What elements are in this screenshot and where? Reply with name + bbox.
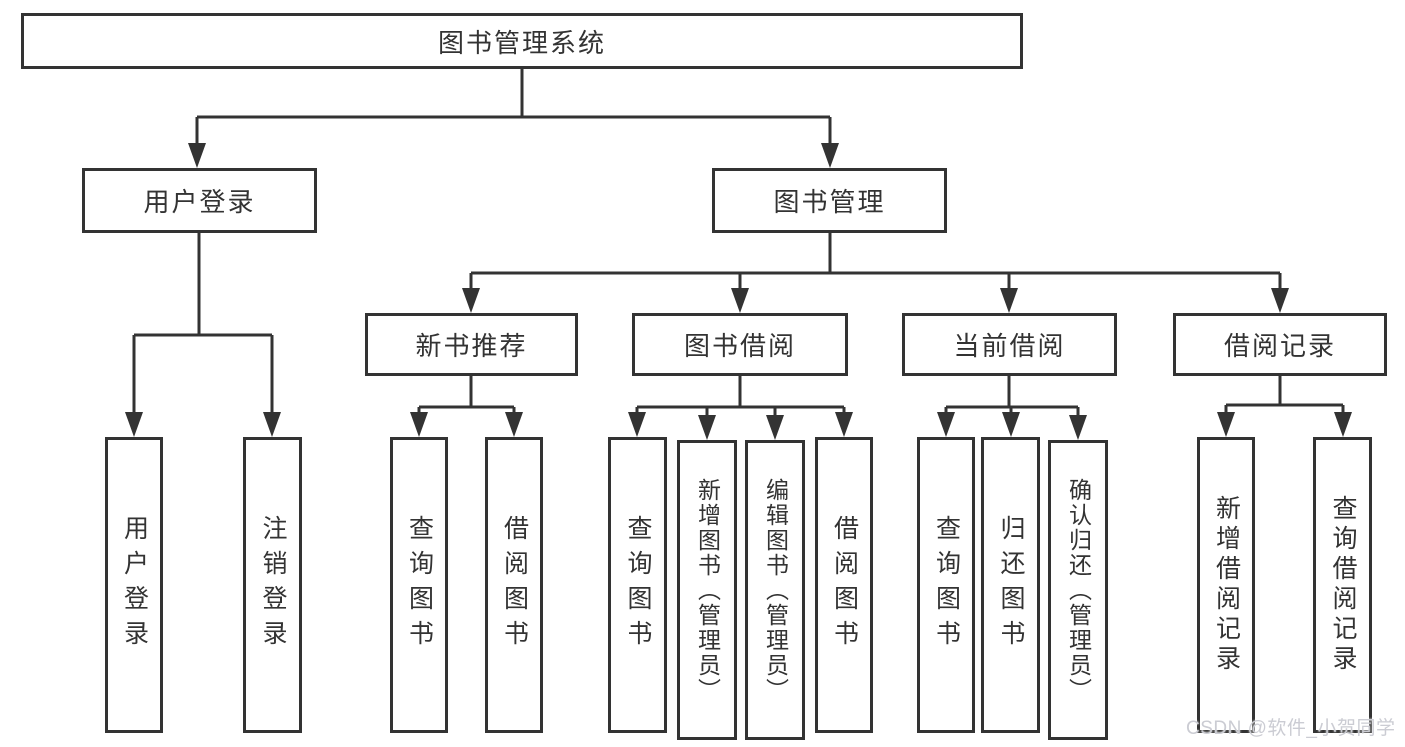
leaf-user-login-label: 用户登录 [120, 515, 149, 655]
leaf-borrow-books-label: 借阅图书 [830, 515, 859, 655]
leaf-borrow-books: 借阅图书 [815, 437, 873, 733]
leaf-current-query-books-label: 查询图书 [932, 515, 961, 655]
leaf-add-books-admin-label: 新增图书（管理员） [694, 477, 721, 703]
leaf-logout: 注销登录 [243, 437, 302, 733]
leaf-user-login: 用户登录 [105, 437, 163, 733]
leaf-query-borrow-record: 查询借阅记录 [1313, 437, 1372, 733]
node-new-book-recommend: 新书推荐 [365, 313, 578, 376]
leaf-confirm-return-admin-label: 确认归还（管理员） [1065, 477, 1092, 703]
node-book-borrow: 图书借阅 [632, 313, 848, 376]
leaf-borrow-query-books: 查询图书 [608, 437, 667, 733]
leaf-edit-books-admin: 编辑图书（管理员） [745, 440, 805, 740]
node-book-management-label: 图书管理 [773, 187, 886, 217]
leaf-add-books-admin: 新增图书（管理员） [677, 440, 737, 740]
leaf-return-books: 归还图书 [981, 437, 1040, 733]
leaf-recommend-borrow-books: 借阅图书 [485, 437, 543, 733]
leaf-add-borrow-record-label: 新增借阅记录 [1212, 495, 1241, 675]
csdn-watermark: CSDN @软件_小贺同学 [1186, 718, 1396, 739]
leaf-recommend-borrow-books-label: 借阅图书 [500, 515, 529, 655]
node-book-management: 图书管理 [712, 168, 947, 233]
node-user-login: 用户登录 [82, 168, 317, 233]
leaf-borrow-query-books-label: 查询图书 [624, 515, 652, 655]
node-new-book-recommend-label: 新书推荐 [415, 331, 528, 361]
leaf-current-query-books: 查询图书 [917, 437, 975, 733]
leaf-add-borrow-record: 新增借阅记录 [1197, 437, 1255, 733]
leaf-query-borrow-record-label: 查询借阅记录 [1329, 495, 1357, 675]
leaf-confirm-return-admin: 确认归还（管理员） [1048, 440, 1108, 740]
node-user-login-label: 用户登录 [143, 187, 256, 217]
arrowheads [125, 143, 1352, 440]
leaf-return-books-label: 归还图书 [997, 515, 1025, 655]
node-current-borrow: 当前借阅 [902, 313, 1117, 376]
node-root-system: 图书管理系统 [21, 13, 1023, 69]
leaf-recommend-query-books: 查询图书 [390, 437, 448, 733]
node-borrow-records: 借阅记录 [1173, 313, 1387, 376]
node-current-borrow-label: 当前借阅 [953, 331, 1066, 361]
leaf-logout-label: 注销登录 [259, 515, 287, 655]
node-root-label: 图书管理系统 [437, 27, 606, 58]
node-borrow-records-label: 借阅记录 [1223, 331, 1336, 361]
leaf-recommend-query-books-label: 查询图书 [405, 515, 434, 655]
leaf-edit-books-admin-label: 编辑图书（管理员） [762, 477, 789, 703]
node-book-borrow-label: 图书借阅 [683, 331, 796, 361]
